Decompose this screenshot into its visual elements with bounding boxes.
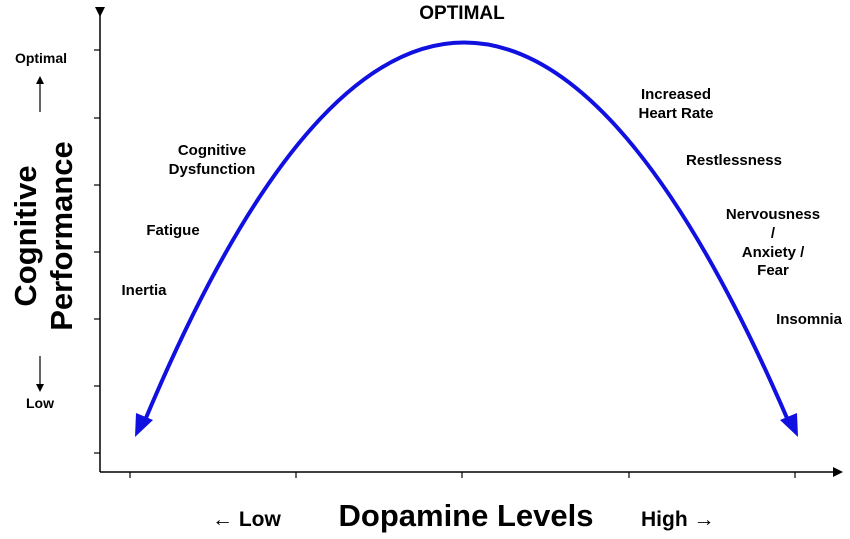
y-axis-title-line1: Cognitive bbox=[8, 165, 43, 307]
x-axis-high-label: High → bbox=[641, 507, 715, 533]
optimal-title: OPTIMAL bbox=[419, 3, 505, 24]
curve-arrowhead-left bbox=[135, 413, 153, 437]
y-axis-ticks bbox=[94, 49, 100, 454]
x-axis-low-label: ← Low bbox=[212, 507, 281, 533]
x-axis-ticks bbox=[129, 472, 796, 478]
effect-cognitive-dysfunction: Cognitive Dysfunction bbox=[168, 142, 256, 178]
x-axis-low-text: Low bbox=[238, 508, 281, 531]
y-axis-top-label: Optimal bbox=[14, 50, 68, 66]
effect-increased-heart-rate: Increased Heart Rate bbox=[638, 86, 714, 122]
x-axis-title: Dopamine Levels bbox=[338, 498, 594, 533]
effect-nervousness-anxiety-fear: Nervousness / Anxiety / Fear bbox=[725, 206, 821, 280]
effect-inertia: Inertia bbox=[121, 282, 167, 299]
y-axis-title-line2: Performance bbox=[43, 141, 79, 331]
curve-arrowhead-right bbox=[780, 413, 798, 437]
effect-insomnia: Insomnia bbox=[776, 311, 842, 328]
y-axis-bottom-label: Low bbox=[26, 395, 54, 411]
left-arrow-icon: ← bbox=[212, 508, 233, 531]
y-up-arrowhead bbox=[36, 76, 44, 84]
effect-fatigue: Fatigue bbox=[146, 222, 200, 239]
effect-restlessness: Restlessness bbox=[686, 152, 782, 169]
x-axis-high-text: High bbox=[641, 508, 688, 531]
right-arrow-icon: → bbox=[693, 508, 715, 531]
y-down-arrowhead bbox=[36, 384, 44, 392]
y-axis-title: Cognitive Performance bbox=[8, 126, 82, 346]
performance-curve bbox=[141, 40, 792, 426]
